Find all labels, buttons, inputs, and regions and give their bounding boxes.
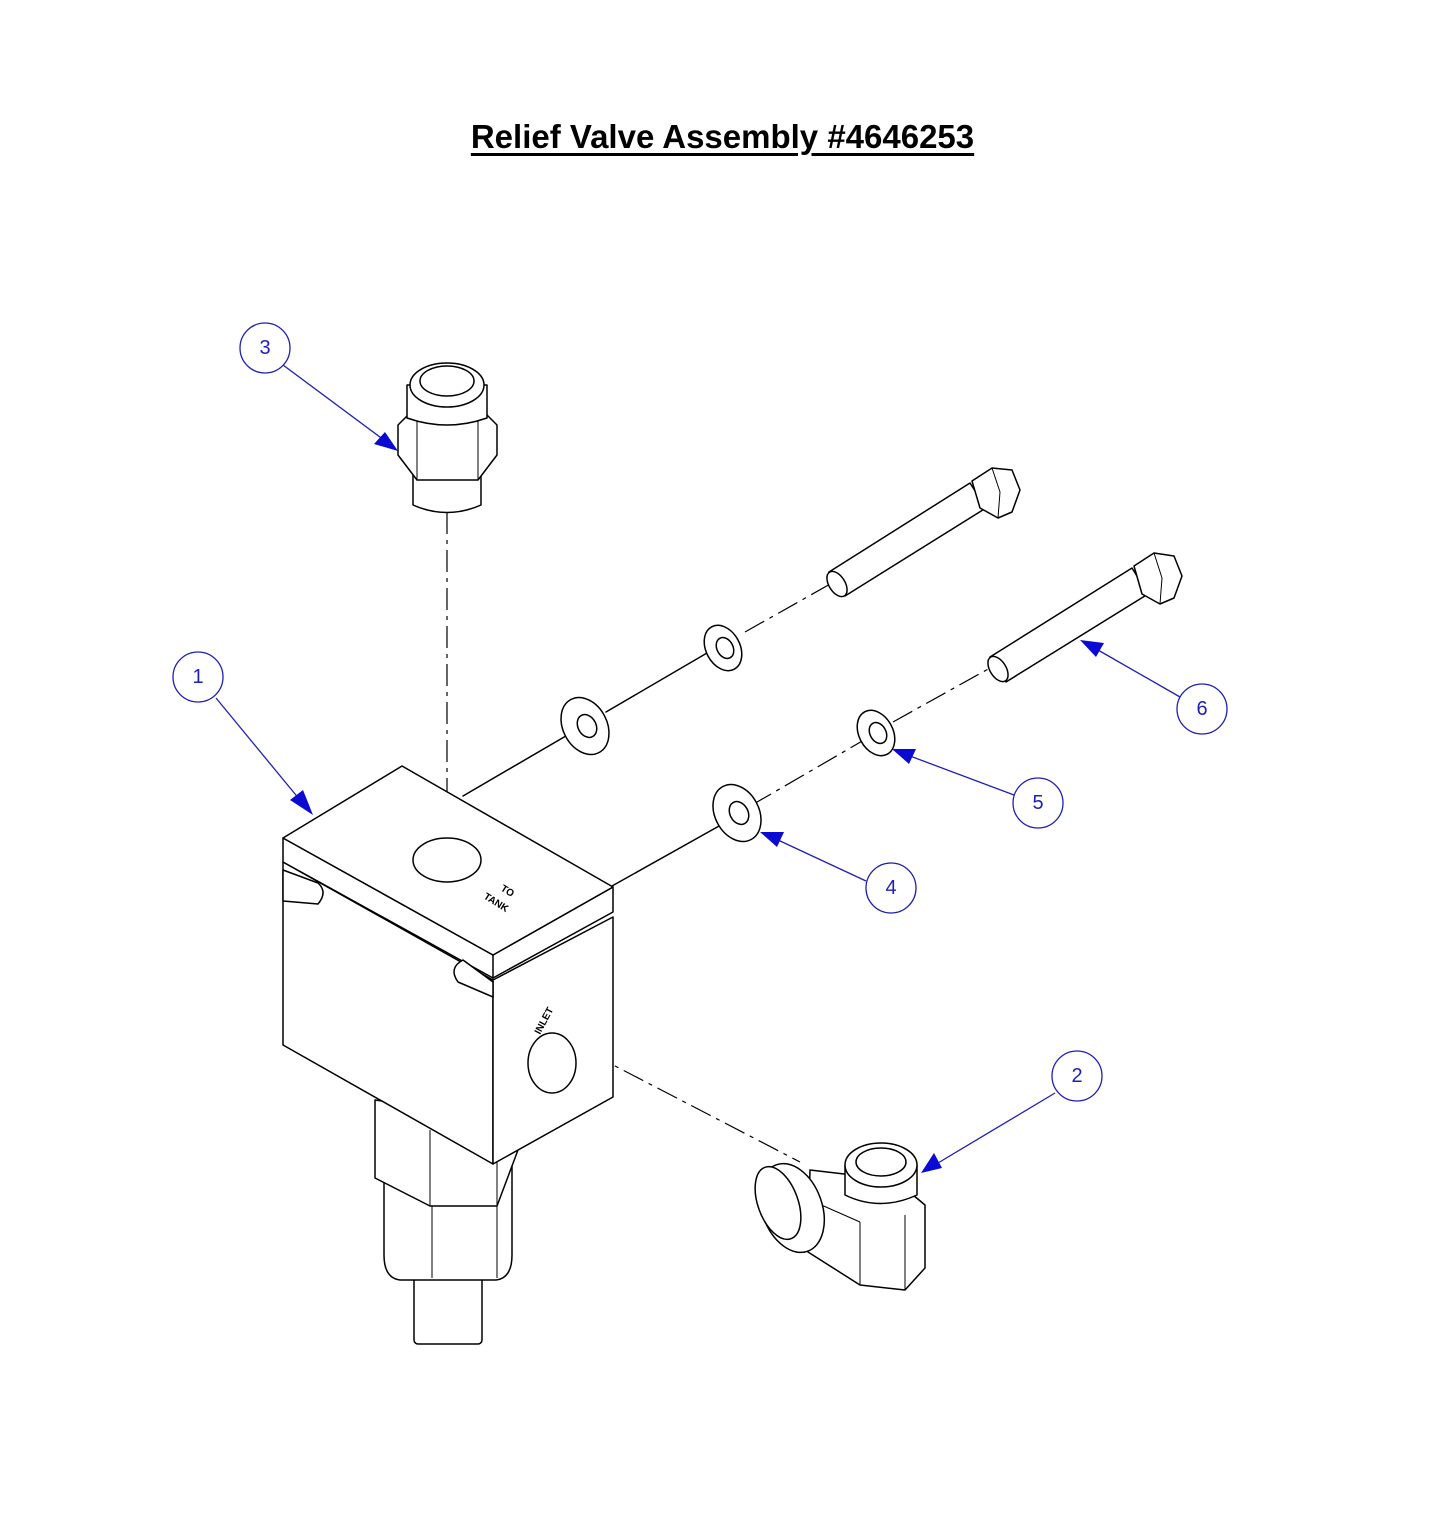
upper-bolt-shank bbox=[828, 482, 987, 597]
callout-5-arrowhead bbox=[892, 749, 916, 764]
callout-5-balloon bbox=[1012, 777, 1064, 829]
callout-2-balloon bbox=[1051, 1050, 1103, 1102]
callout-4-balloon bbox=[865, 862, 917, 914]
callout-5: 5 bbox=[892, 749, 1064, 829]
callout-4-number: 4 bbox=[885, 877, 896, 899]
lower-bolt-line-b bbox=[751, 739, 865, 806]
callout-1-arrowhead bbox=[290, 790, 313, 815]
to-tank-port bbox=[412, 837, 482, 883]
drawing-title: Relief Valve Assembly #4646253 bbox=[470, 118, 975, 155]
lower-bolt-line-a bbox=[611, 820, 729, 887]
callout-3-number: 3 bbox=[259, 337, 270, 359]
elbow-fitting bbox=[754, 1142, 926, 1291]
block-slot-left bbox=[282, 869, 324, 905]
hex-bolt-head bbox=[1133, 552, 1183, 605]
block-slot-front bbox=[453, 959, 494, 998]
callout-1-number: 1 bbox=[192, 666, 203, 688]
fitting-3-bore bbox=[419, 365, 475, 397]
callout-6: 6 bbox=[1080, 640, 1228, 735]
upper-bolt-stack bbox=[560, 467, 1021, 756]
callout-2: 2 bbox=[921, 1050, 1103, 1173]
lower-bolt-stack bbox=[712, 552, 1183, 843]
callout-6-arrowhead bbox=[1080, 640, 1104, 657]
callout-2-number: 2 bbox=[1071, 1065, 1082, 1087]
callout-5-number: 5 bbox=[1032, 792, 1043, 814]
assembly-lines bbox=[446, 512, 991, 1163]
lower-bolt-line-c bbox=[892, 667, 991, 723]
valve-body: TO TANK INLET bbox=[282, 765, 614, 1345]
upper-bolt-head bbox=[971, 467, 1021, 519]
inlet-port bbox=[527, 1032, 577, 1094]
callout-1-balloon bbox=[172, 651, 224, 703]
callout-2-arrowhead bbox=[921, 1153, 942, 1173]
upper-bolt-line-a bbox=[462, 725, 584, 797]
straight-fitting bbox=[397, 362, 498, 514]
callout-6-number: 6 bbox=[1196, 698, 1207, 720]
upper-bolt-line-b bbox=[605, 652, 708, 713]
callout-1: 1 bbox=[172, 651, 313, 815]
callout-3-arrowhead bbox=[374, 432, 398, 451]
valve-stem bbox=[413, 1271, 483, 1345]
callout-4-arrowhead bbox=[760, 832, 784, 847]
upper-bolt-line-c bbox=[744, 582, 833, 633]
fitting-3-lower-thread bbox=[412, 474, 482, 514]
elbow-bore bbox=[855, 1147, 907, 1177]
callout-3: 3 bbox=[239, 322, 398, 451]
callout-6-balloon bbox=[1176, 683, 1228, 735]
callout-4: 4 bbox=[760, 832, 917, 914]
callout-3-balloon bbox=[239, 322, 291, 374]
fitting-2-center-line bbox=[589, 1052, 801, 1163]
